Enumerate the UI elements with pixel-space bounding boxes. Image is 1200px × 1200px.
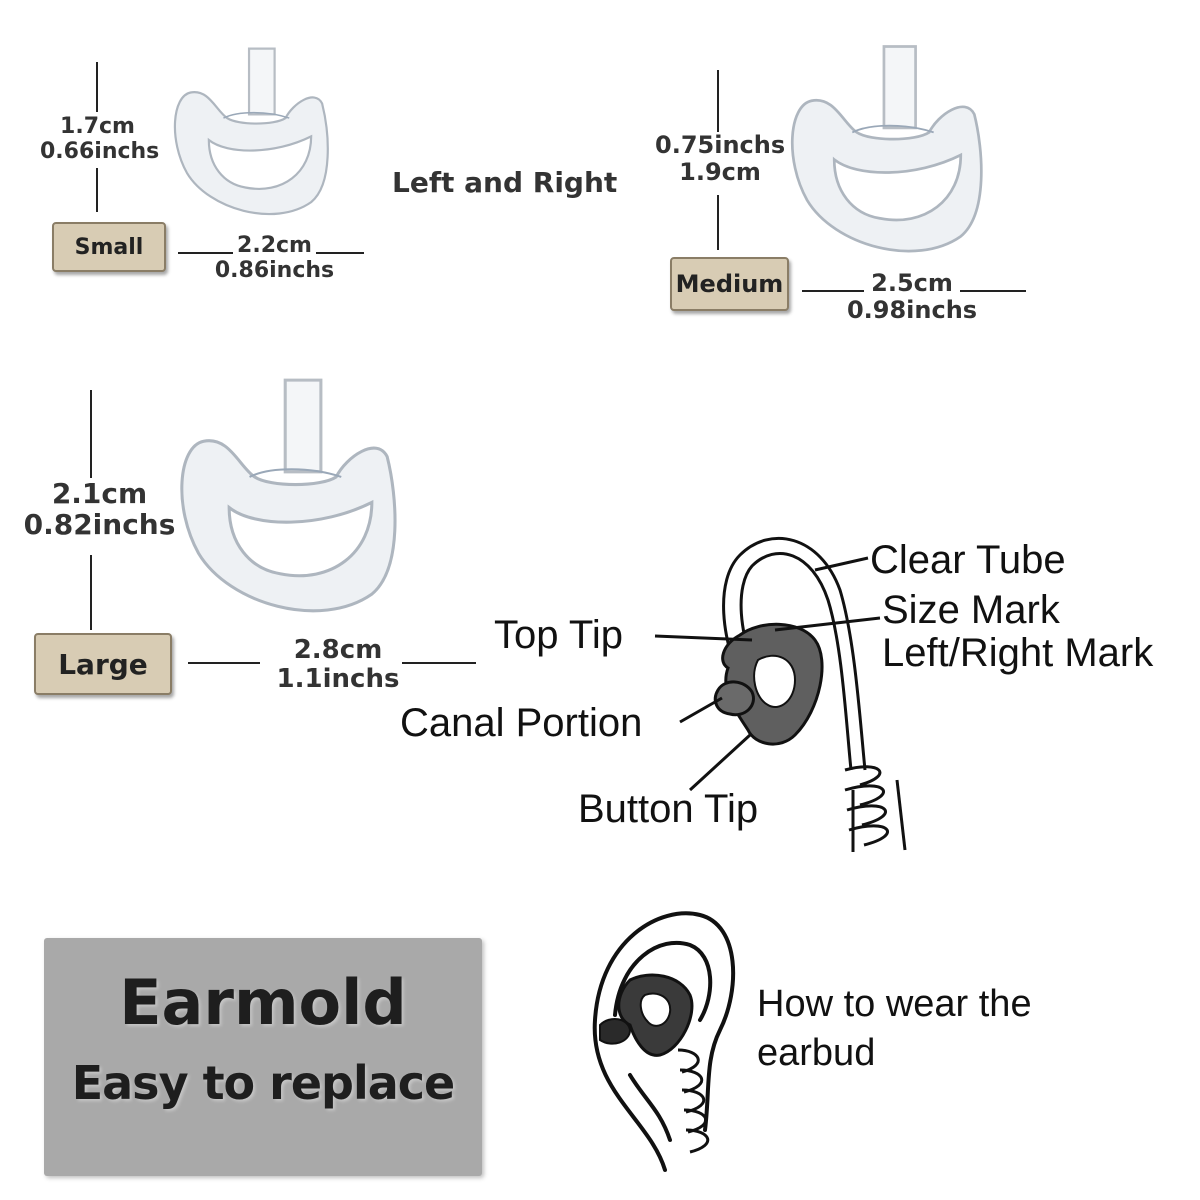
size-tag-large-label: Large — [58, 647, 148, 681]
medium-width-line-left — [802, 290, 864, 292]
medium-height-cm: 1.9cm — [679, 157, 761, 186]
coil-cord-drawing — [677, 1048, 710, 1154]
wear-caption-line1: How to wear the — [757, 983, 1032, 1025]
large-width-line-right — [402, 662, 476, 664]
small-height-in: 0.66inchs — [40, 138, 160, 164]
banner-subtitle: Easy to replace — [71, 1056, 456, 1110]
label-left-right-mark: Left/Right Mark — [882, 631, 1154, 675]
small-height-label: 1.7cm 0.66inchs — [40, 114, 160, 164]
large-height-cm: 2.1cm — [51, 477, 148, 510]
size-tag-medium-label: Medium — [675, 270, 784, 298]
large-width-label: 2.8cm 1.1inchs — [268, 635, 408, 695]
earmold-shape — [180, 378, 397, 613]
label-clear-tube: Clear Tube — [870, 538, 1066, 582]
small-height-line-top — [96, 62, 98, 112]
large-height-line-top — [90, 390, 92, 478]
large-width-line-left — [188, 662, 260, 664]
size-tag-large: Large — [34, 633, 172, 695]
earmold-large-image — [180, 378, 397, 613]
small-width-in: 0.86inchs — [214, 257, 335, 283]
earmold-shape — [790, 45, 983, 253]
ear-wearing-earbud-illustration — [592, 911, 736, 1172]
size-tag-medium: Medium — [670, 257, 789, 311]
label-button-tip: Button Tip — [578, 787, 759, 831]
wear-caption: How to wear the earbud — [757, 980, 1032, 1077]
medium-height-line-bottom — [717, 195, 719, 250]
large-height-in: 0.82inchs — [23, 508, 176, 542]
page-title: Left and Right — [392, 166, 618, 199]
earmold-shape — [173, 47, 329, 216]
small-width-line-left — [178, 252, 233, 254]
medium-width-label: 2.5cm 0.98inchs — [842, 270, 982, 324]
large-height-label: 2.1cm 0.82inchs — [22, 478, 177, 541]
label-canal-portion: Canal Portion — [400, 701, 643, 745]
small-width-label: 2.2cm 0.86inchs — [212, 233, 337, 283]
small-width-line-right — [316, 252, 364, 254]
size-tag-small: Small — [52, 222, 166, 272]
small-width-cm: 2.2cm — [237, 233, 312, 258]
medium-width-cm: 2.5cm — [871, 269, 953, 297]
banner-title: Earmold — [119, 966, 407, 1039]
label-size-mark: Size Mark — [882, 588, 1060, 632]
callout-leader-lines — [654, 556, 881, 792]
earmold-small-image — [173, 47, 329, 216]
medium-height-in: 0.75inchs — [655, 131, 786, 159]
coil-cord-drawing — [844, 765, 907, 852]
medium-width-in: 0.98inchs — [846, 295, 978, 324]
wear-caption-line2: earbud — [757, 1031, 876, 1074]
large-width-in: 1.1inchs — [276, 664, 400, 695]
clear-tube-drawing — [722, 536, 867, 771]
label-top-tip: Top Tip — [494, 613, 623, 657]
small-height-cm: 1.7cm — [60, 114, 135, 139]
size-tag-small-label: Small — [74, 234, 144, 260]
large-width-cm: 2.8cm — [293, 635, 383, 665]
medium-height-label: 0.75inchs 1.9cm — [655, 132, 785, 186]
small-height-line-bottom — [96, 168, 98, 212]
medium-width-line-right — [960, 290, 1026, 292]
earmold-banner: Earmold Easy to replace — [44, 938, 482, 1176]
large-height-line-bottom — [90, 555, 92, 630]
earmold-medium-image — [790, 45, 983, 253]
medium-height-line-top — [717, 70, 719, 132]
